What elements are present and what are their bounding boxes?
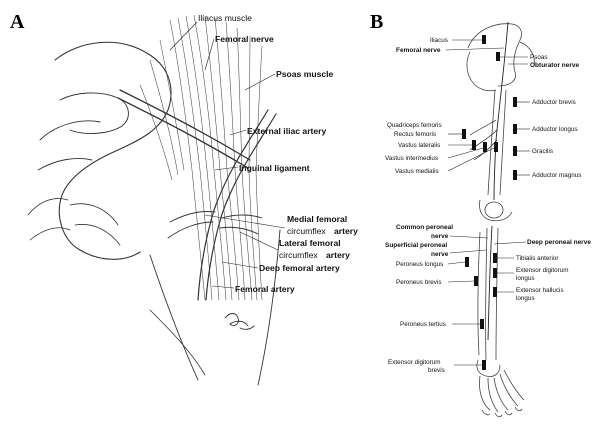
label-psoas-muscle: Psoas muscle [276,69,334,79]
label-femoral-artery: Femoral artery [235,284,295,294]
label-medial-femoral-1: Medial femoral [287,214,347,224]
label-b-tibialis-anterior: Tibialis anterior [516,255,558,262]
leader-inguinal [215,167,238,170]
panel-b-muscle-boxes [462,35,517,370]
leader-external-iliac [230,130,246,135]
label-b-ehl-1: Extensor hallucis [516,287,564,294]
label-b-gracilis: Gracilis [532,148,553,155]
label-b-common-peroneal-2: nerve [431,233,449,240]
label-deep-femoral-artery: Deep femoral artery [259,263,340,273]
box-peroneus-tertius [480,319,484,329]
label-b-superficial-peroneal-2: nerve [431,251,449,258]
label-b-common-peroneal-1: Common peroneal [396,224,453,231]
panel-a: A [10,11,358,385]
box-iliacus [482,35,486,44]
label-b-ehl-2: longus [516,295,535,302]
box-extensor-digitorum-brevis [482,360,486,370]
box-vastus-lateralis [472,140,476,150]
label-b-edl-1: Extensor digitorum [516,267,569,274]
label-iliacus-muscle: Iliacus muscle [198,13,252,23]
box-peroneus-longus [465,257,469,267]
label-b-deep-peroneal-nerve: Deep peroneal nerve [527,239,591,246]
box-peroneus-brevis [474,276,478,286]
label-b-iliacus: Iliacus [430,37,448,44]
panel-a-illustration [28,15,280,385]
label-b-edb-1: Extensor digitorum [388,359,441,366]
panel-b-skeleton [467,22,534,417]
label-lateral-femoral-2b: artery [326,250,350,260]
label-inguinal-ligament: Inguinal ligament [239,163,310,173]
label-femoral-nerve: Femoral nerve [215,34,274,44]
panel-b-letter: B [370,11,383,33]
label-medial-femoral-2a: circumflex [287,226,326,236]
box-adductor-longus [513,124,517,134]
leader-deep-femoral [222,262,258,268]
panel-b-leaders [446,40,530,365]
label-b-adductor-magnus: Adductor magnus [532,172,581,179]
box-vastus-medialis [494,142,498,152]
label-b-psoas: Psoas [530,54,548,61]
box-vastus-intermedius [483,142,487,152]
label-b-vastus-medialis: Vastus medialis [395,168,439,175]
label-b-femoral-nerve: Femoral nerve [396,47,441,54]
label-b-peroneus-longus: Peroneus longus [396,261,443,268]
label-b-rectus-femoris: Rectus femoris [394,131,436,138]
panel-a-letter: A [10,11,25,33]
box-extensor-hallucis-longus [493,287,497,297]
leader-femoral-nerve [205,39,214,70]
box-adductor-brevis [513,97,517,107]
box-adductor-magnus [513,170,517,180]
label-b-peroneus-tertius: Peroneus tertius [400,321,446,328]
panel-b: B [370,11,591,417]
box-psoas [496,52,500,61]
box-rectus-femoris [462,129,466,139]
box-gracilis [513,146,517,156]
label-b-obturator-nerve: Obturator nerve [530,62,580,69]
label-lateral-femoral-1: Lateral femoral [279,238,341,248]
label-b-adductor-longus: Adductor longus [532,126,578,133]
label-lateral-femoral-2a: circumflex [279,250,318,260]
label-b-peroneus-brevis: Peroneus brevis [396,279,442,286]
label-b-adductor-brevis: Adductor brevis [532,99,576,106]
label-b-superficial-peroneal-1: Superficial peroneal [385,242,447,249]
label-b-vastus-intermedius: Vastus intermedius [385,155,438,162]
label-b-edl-2: longus [516,275,535,282]
label-b-quadriceps: Quadriceps femoris [387,122,442,129]
label-medial-femoral-2b: artery [334,226,358,236]
label-b-edb-2: brevis [428,367,445,374]
label-external-iliac-artery: External iliac artery [247,126,327,136]
box-extensor-digitorum-longus [493,268,497,278]
label-b-vastus-lateralis: Vastus lateralis [398,142,440,149]
leader-iliacus [170,22,197,50]
box-tibialis-anterior [493,253,497,263]
